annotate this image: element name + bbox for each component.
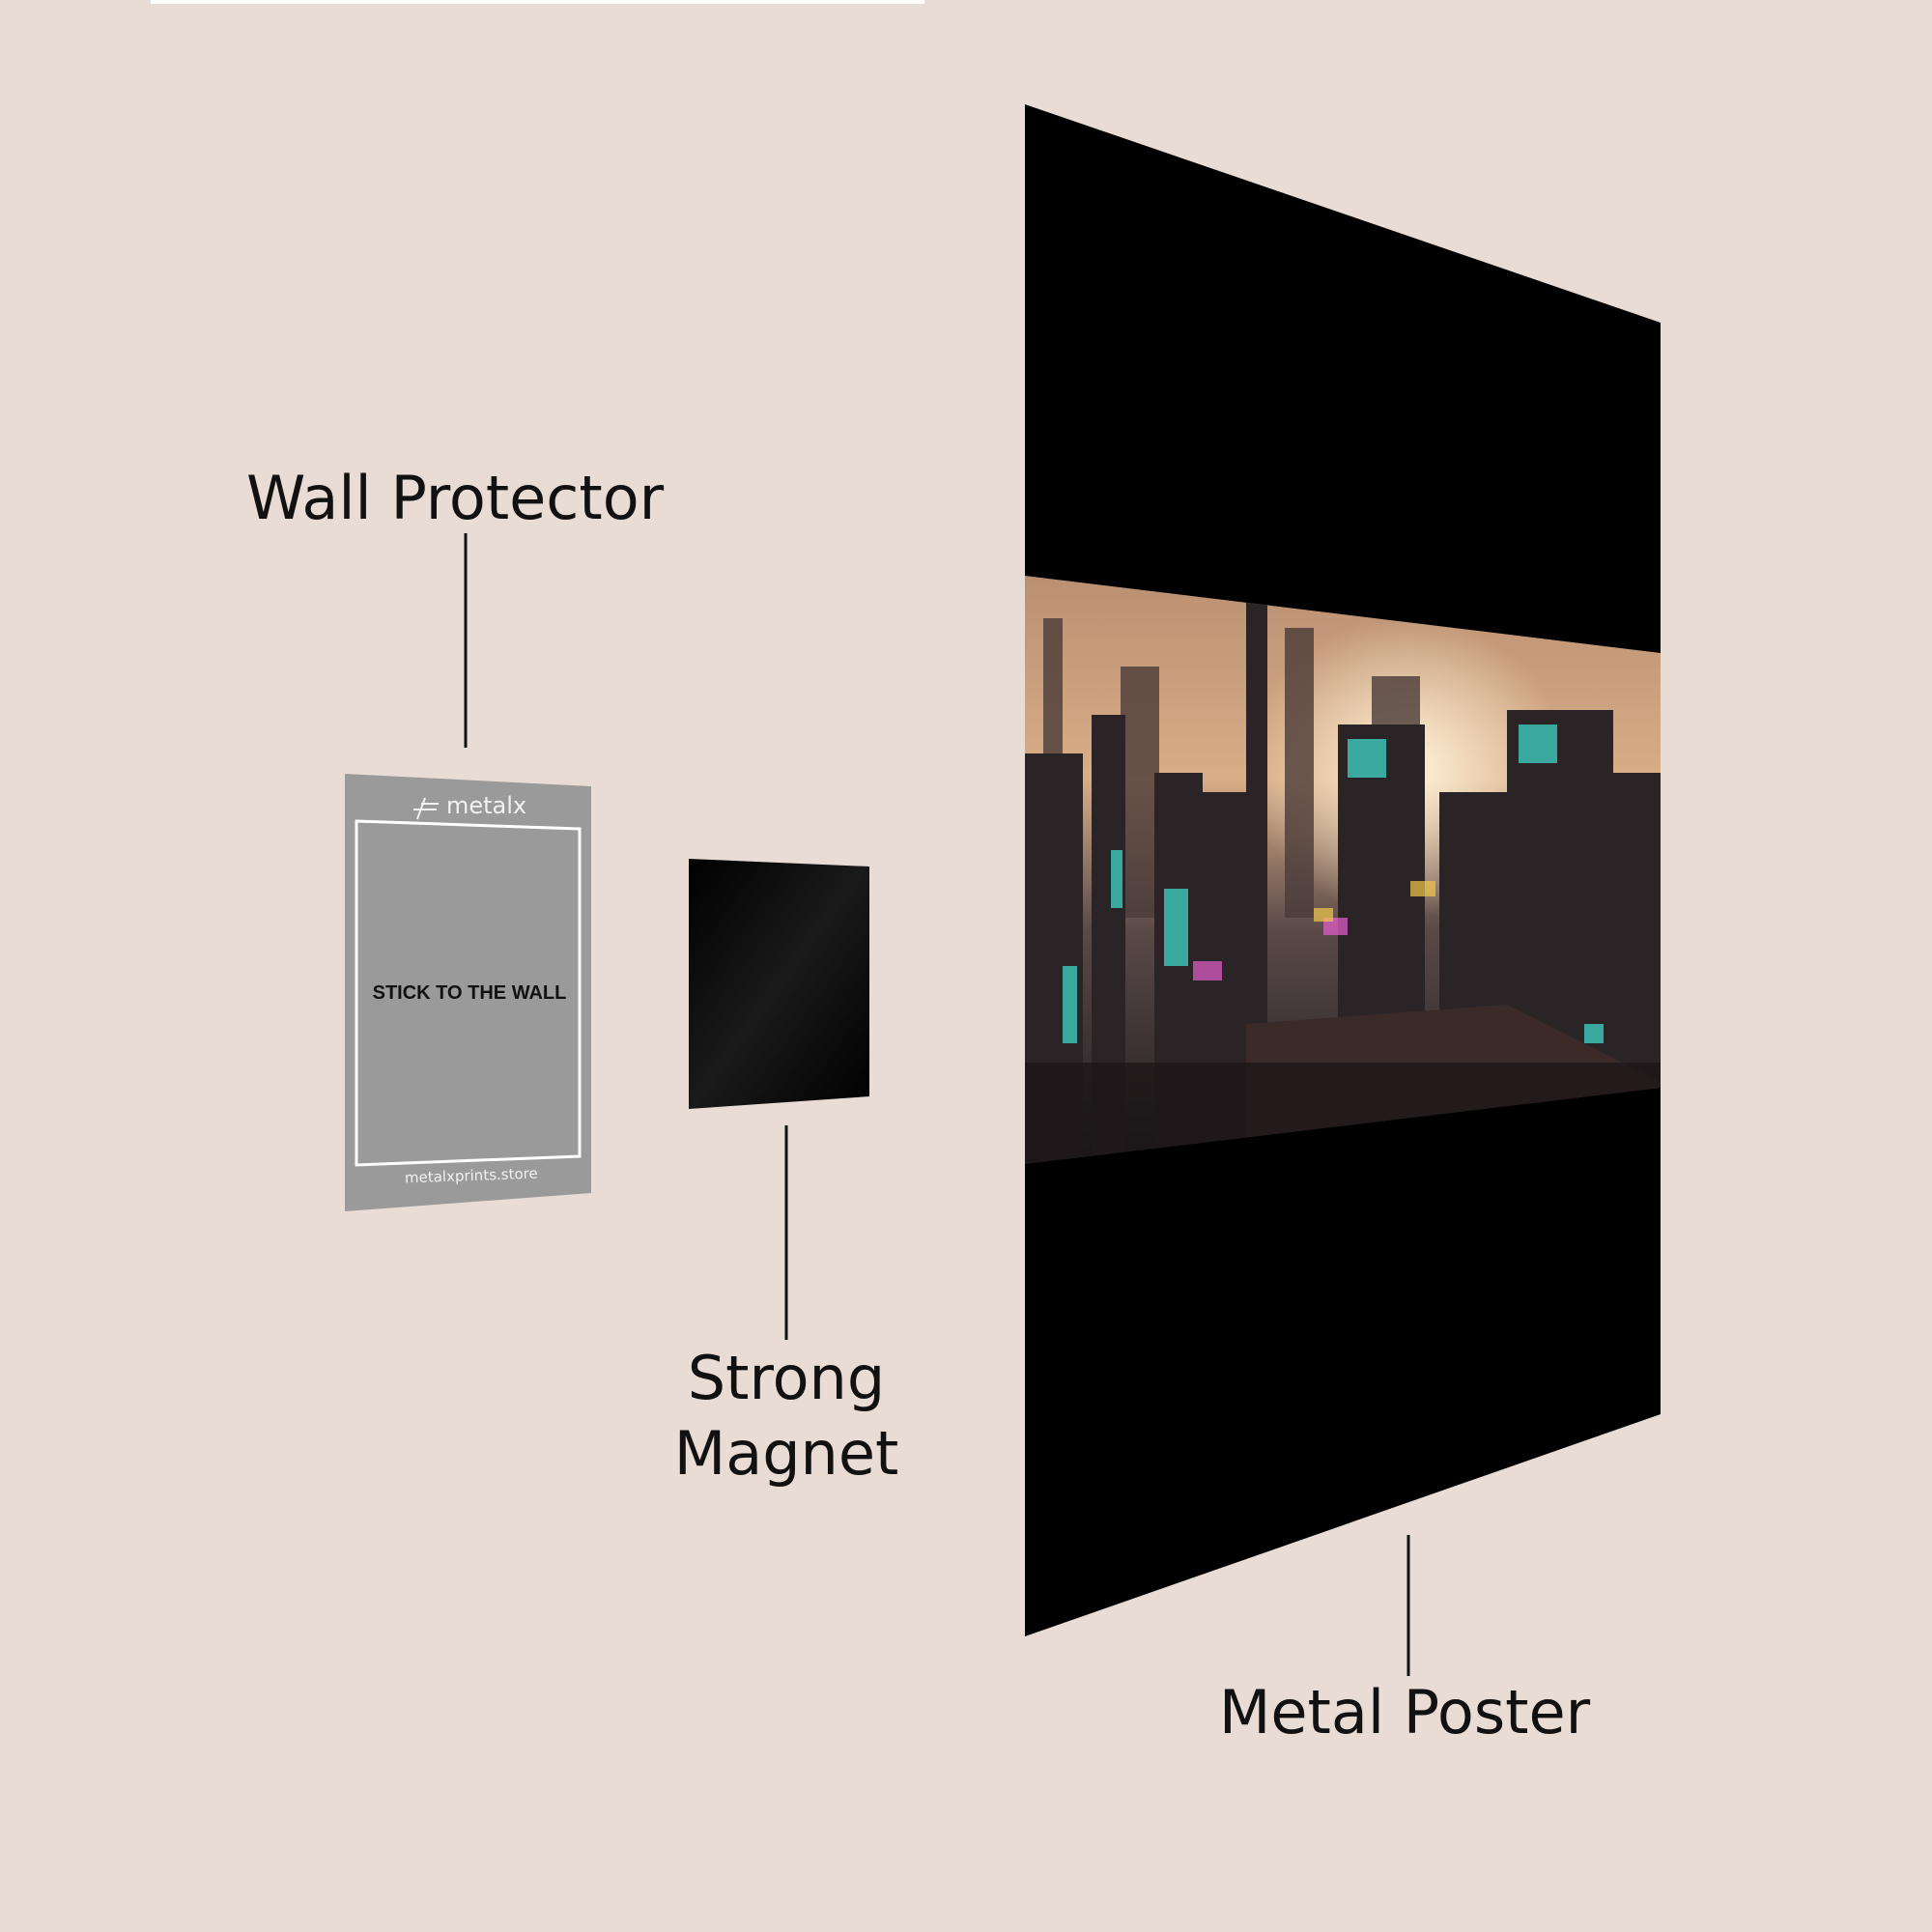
website-text: metalxprints.store [405, 1165, 538, 1187]
strong-magnet-label: Strong Magnet [593, 1341, 980, 1491]
instruction-text: STICK TO THE WALL [373, 982, 567, 1004]
wall-protector-label: Wall Protector [246, 463, 665, 533]
metal-poster-label: Metal Poster [1218, 1677, 1591, 1747]
strong-magnet [689, 859, 869, 1109]
wall-protector: metalx STICK TO THE WALL metalxprints.st… [345, 774, 591, 1211]
brand-logo-text: metalx [446, 792, 526, 819]
top-edge-strip [151, 0, 924, 4]
protector-border [355, 819, 582, 1167]
metalx-logo: metalx [413, 792, 526, 820]
strong-magnet-label-line2: Magnet [673, 1417, 899, 1489]
strong-magnet-label-line1: Strong [687, 1343, 886, 1413]
poster-artwork-cityscape [1025, 576, 1661, 1164]
metal-poster [1025, 104, 1661, 1636]
